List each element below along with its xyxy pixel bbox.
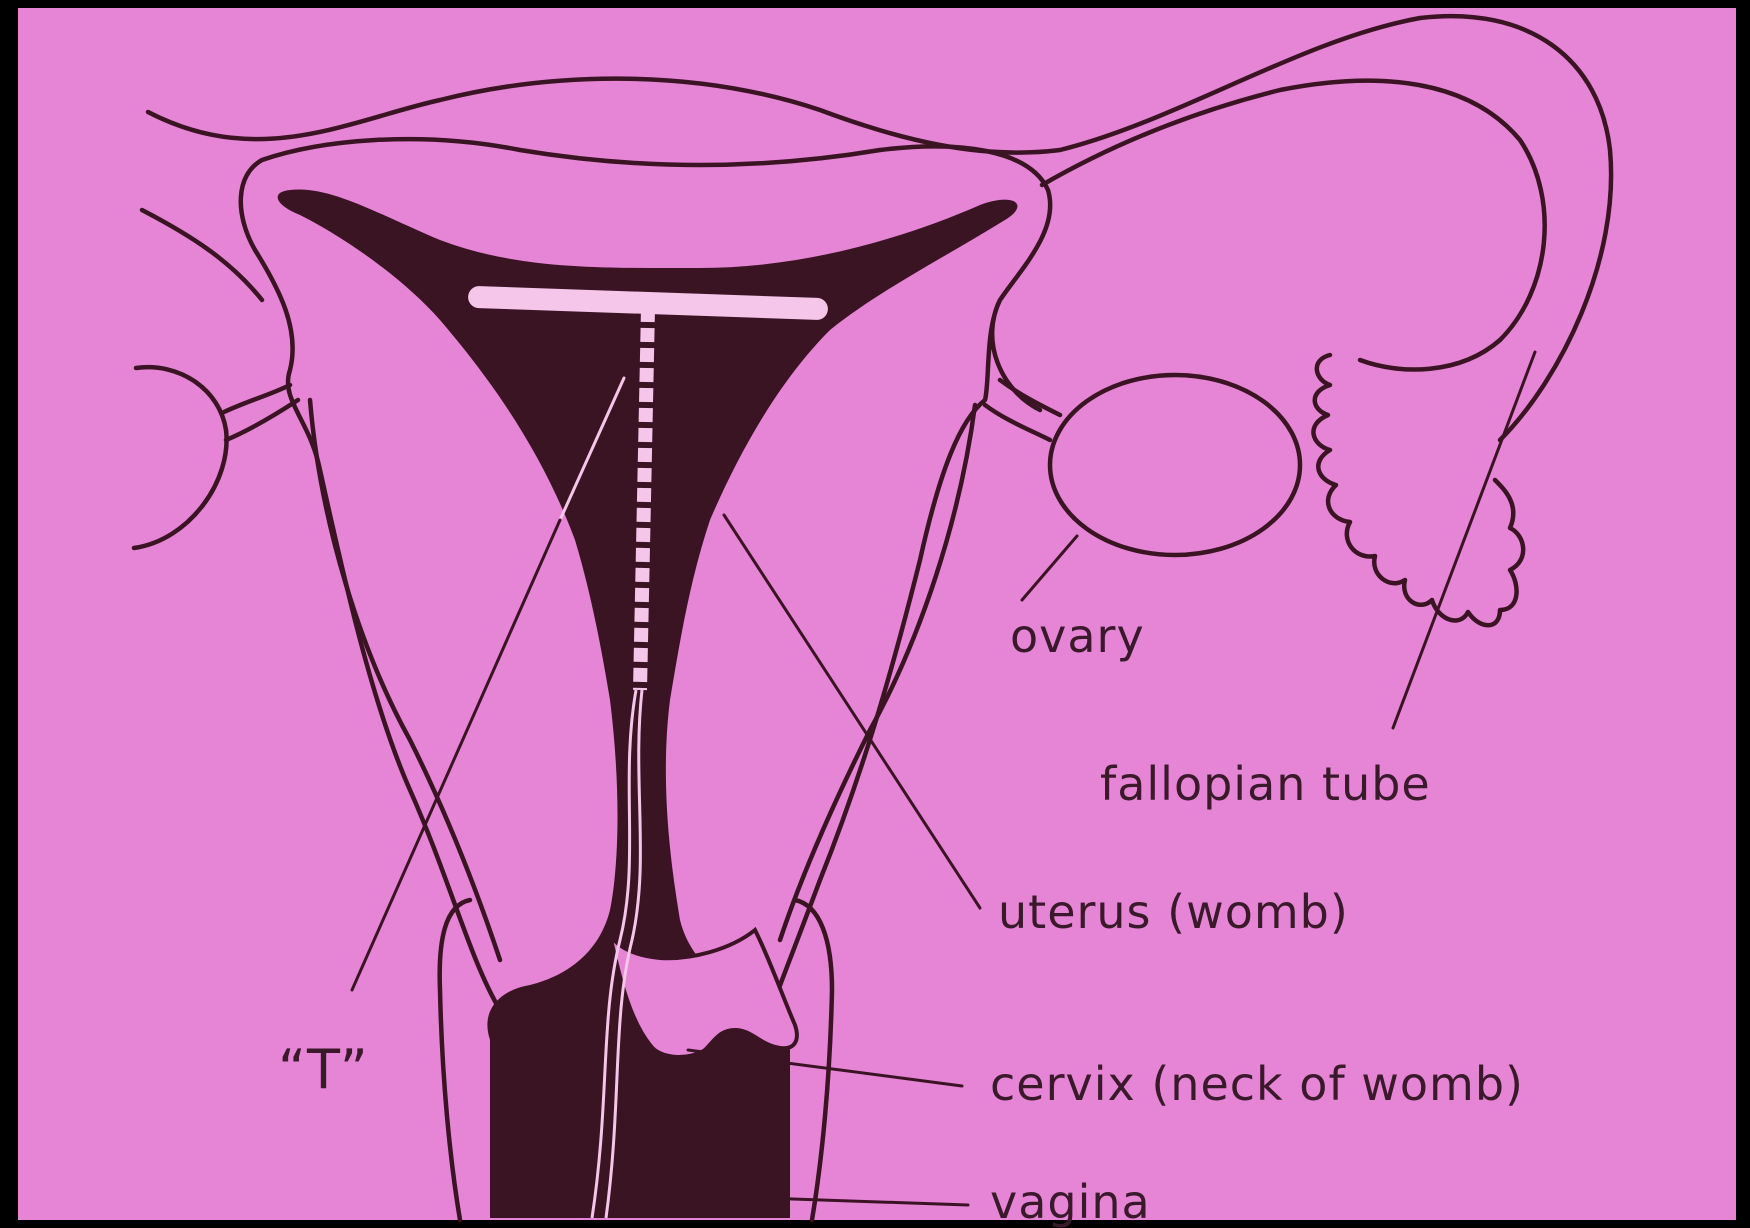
label-ovary: ovary xyxy=(1010,609,1145,663)
slide-background xyxy=(18,8,1736,1220)
label-t-device: “T” xyxy=(278,1038,369,1101)
label-cervix: cervix (neck of womb) xyxy=(990,1057,1524,1111)
label-vagina: vagina xyxy=(990,1175,1151,1228)
label-fallopian-tube: fallopian tube xyxy=(1100,757,1431,811)
label-uterus: uterus (womb) xyxy=(998,885,1349,939)
